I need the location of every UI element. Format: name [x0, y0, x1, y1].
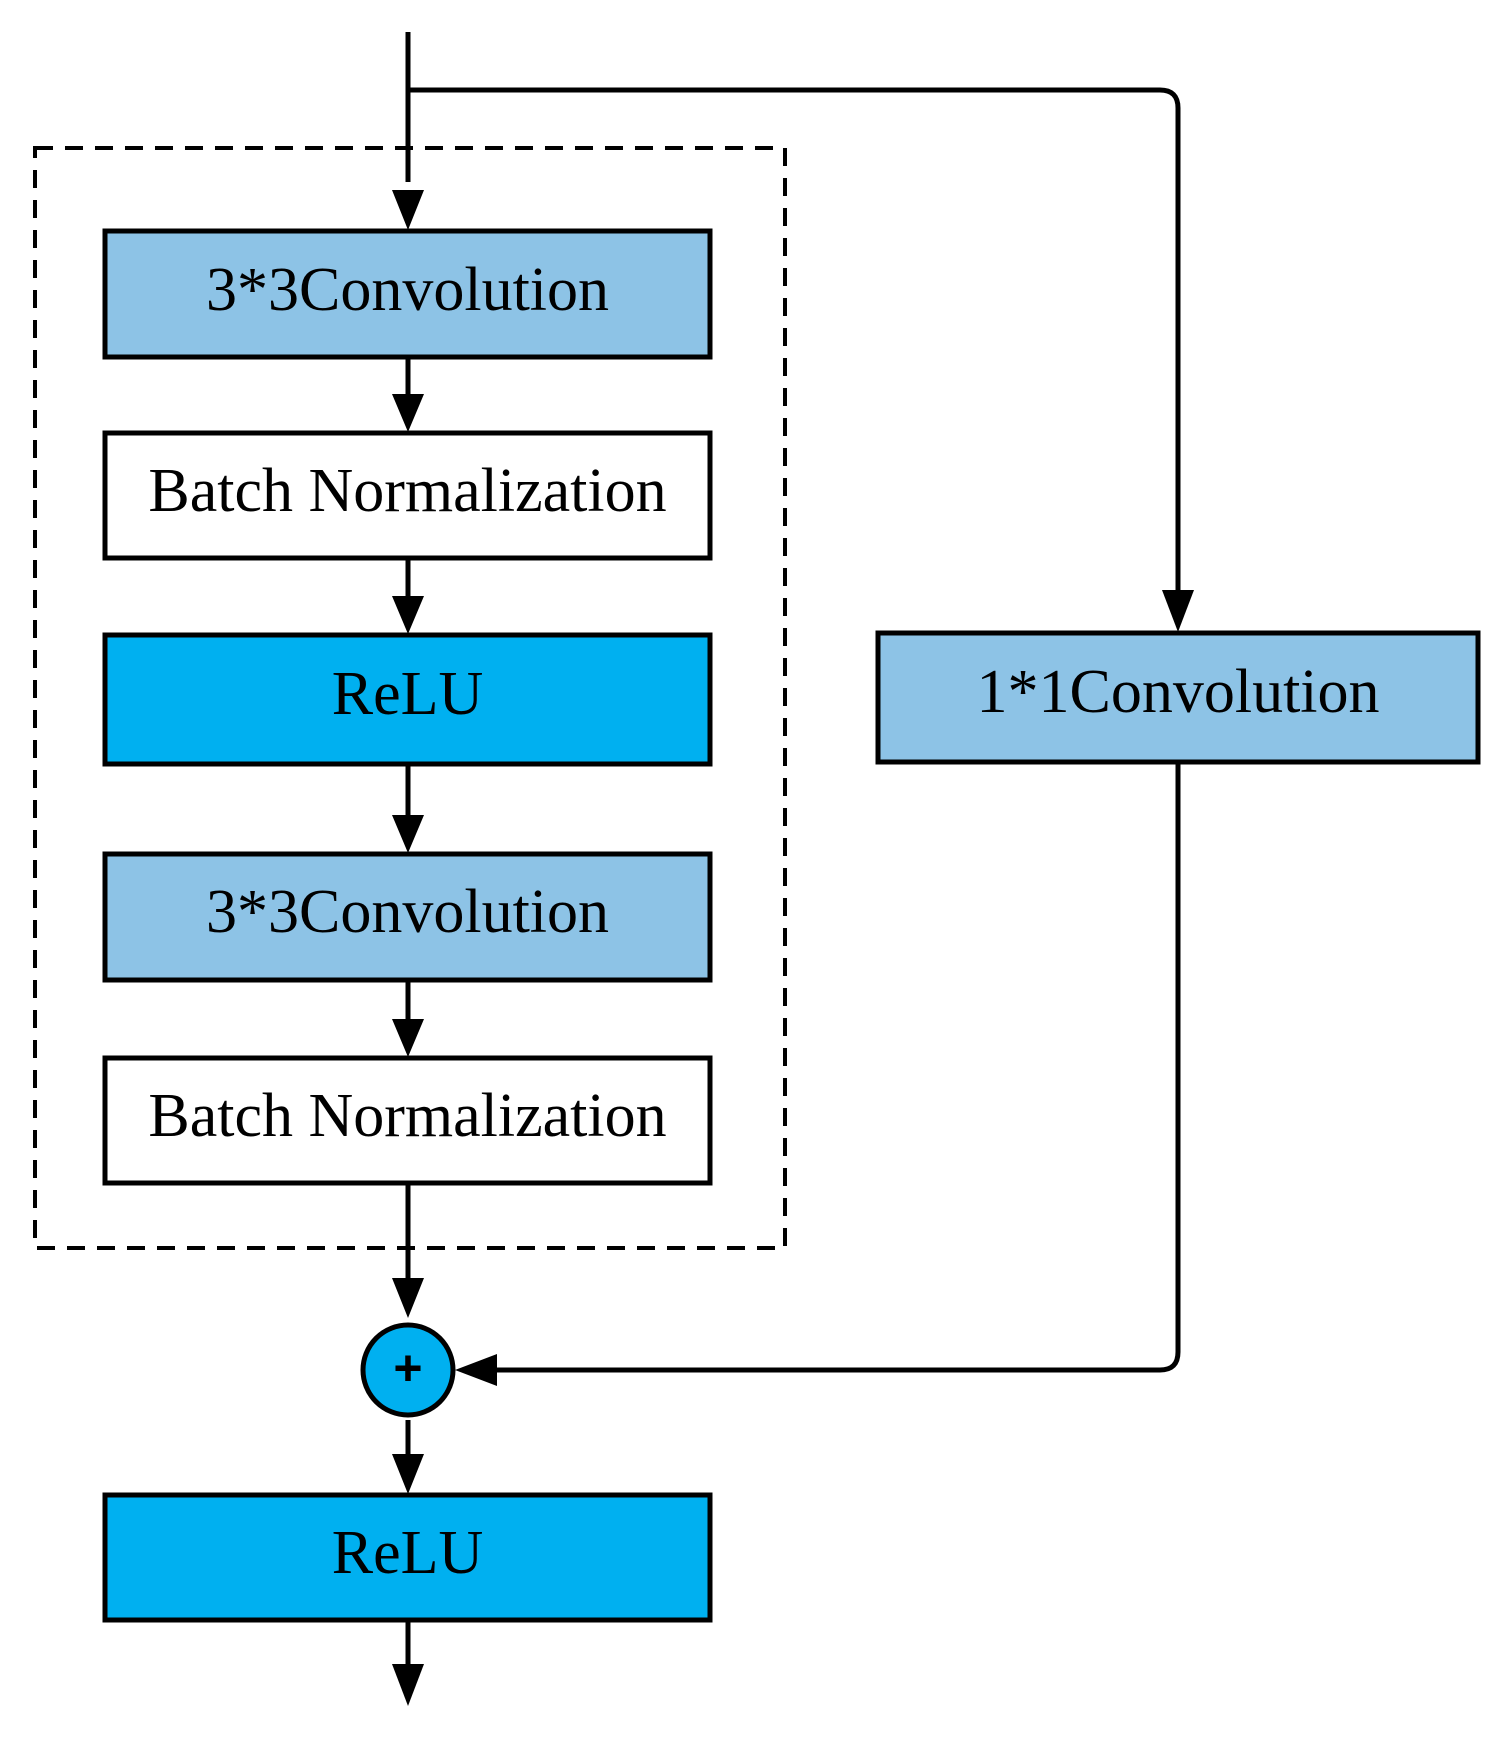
arrowhead-bn2-add [392, 1278, 424, 1318]
conv2-label: 3*3Convolution [206, 878, 609, 946]
block-bn1: Batch Normalization [102, 430, 713, 561]
output-arrowhead [392, 1664, 424, 1706]
arrowhead-conv1-bn1 [392, 394, 424, 432]
shortcut-arrowhead [1162, 590, 1194, 632]
add-circle [360, 1322, 456, 1418]
conv2-box [102, 851, 713, 983]
relu1-label: ReLU [332, 660, 484, 728]
shortcut-conv-box [875, 630, 1481, 765]
bn1-label: Batch Normalization [148, 457, 666, 525]
conv1-label: 3*3Convolution [206, 256, 609, 324]
relu-out-label: ReLU [332, 1519, 484, 1587]
block-relu-out: ReLU [102, 1492, 713, 1623]
relu1-box [102, 632, 713, 767]
arrowhead-bn1-relu1 [392, 596, 424, 634]
conv1-box [102, 228, 713, 360]
relu-out-box [102, 1492, 713, 1623]
arrowhead-relu1-conv2 [392, 815, 424, 853]
add-symbol: + [393, 1340, 422, 1396]
bn1-box [102, 430, 713, 561]
bn2-label: Batch Normalization [148, 1082, 666, 1150]
shortcut-conv-label: 1*1Convolution [976, 658, 1379, 726]
input-arrowhead [392, 190, 424, 230]
block-conv1: 3*3Convolution [102, 228, 713, 360]
arrowhead-add-relu [392, 1454, 424, 1494]
add-node: + [360, 1322, 456, 1418]
block-relu1: ReLU [102, 632, 713, 767]
shortcut-output-path [494, 764, 1181, 1373]
connectors [392, 32, 1194, 1706]
bn2-box [102, 1055, 713, 1186]
shortcut-input-path [408, 87, 1181, 590]
block-shortcut-conv: 1*1Convolution [875, 630, 1481, 765]
block-bn2: Batch Normalization [102, 1055, 713, 1186]
arrowhead-conv2-bn2 [392, 1019, 424, 1057]
block-conv2: 3*3Convolution [102, 851, 713, 983]
shortcut-add-arrowhead [455, 1354, 497, 1386]
